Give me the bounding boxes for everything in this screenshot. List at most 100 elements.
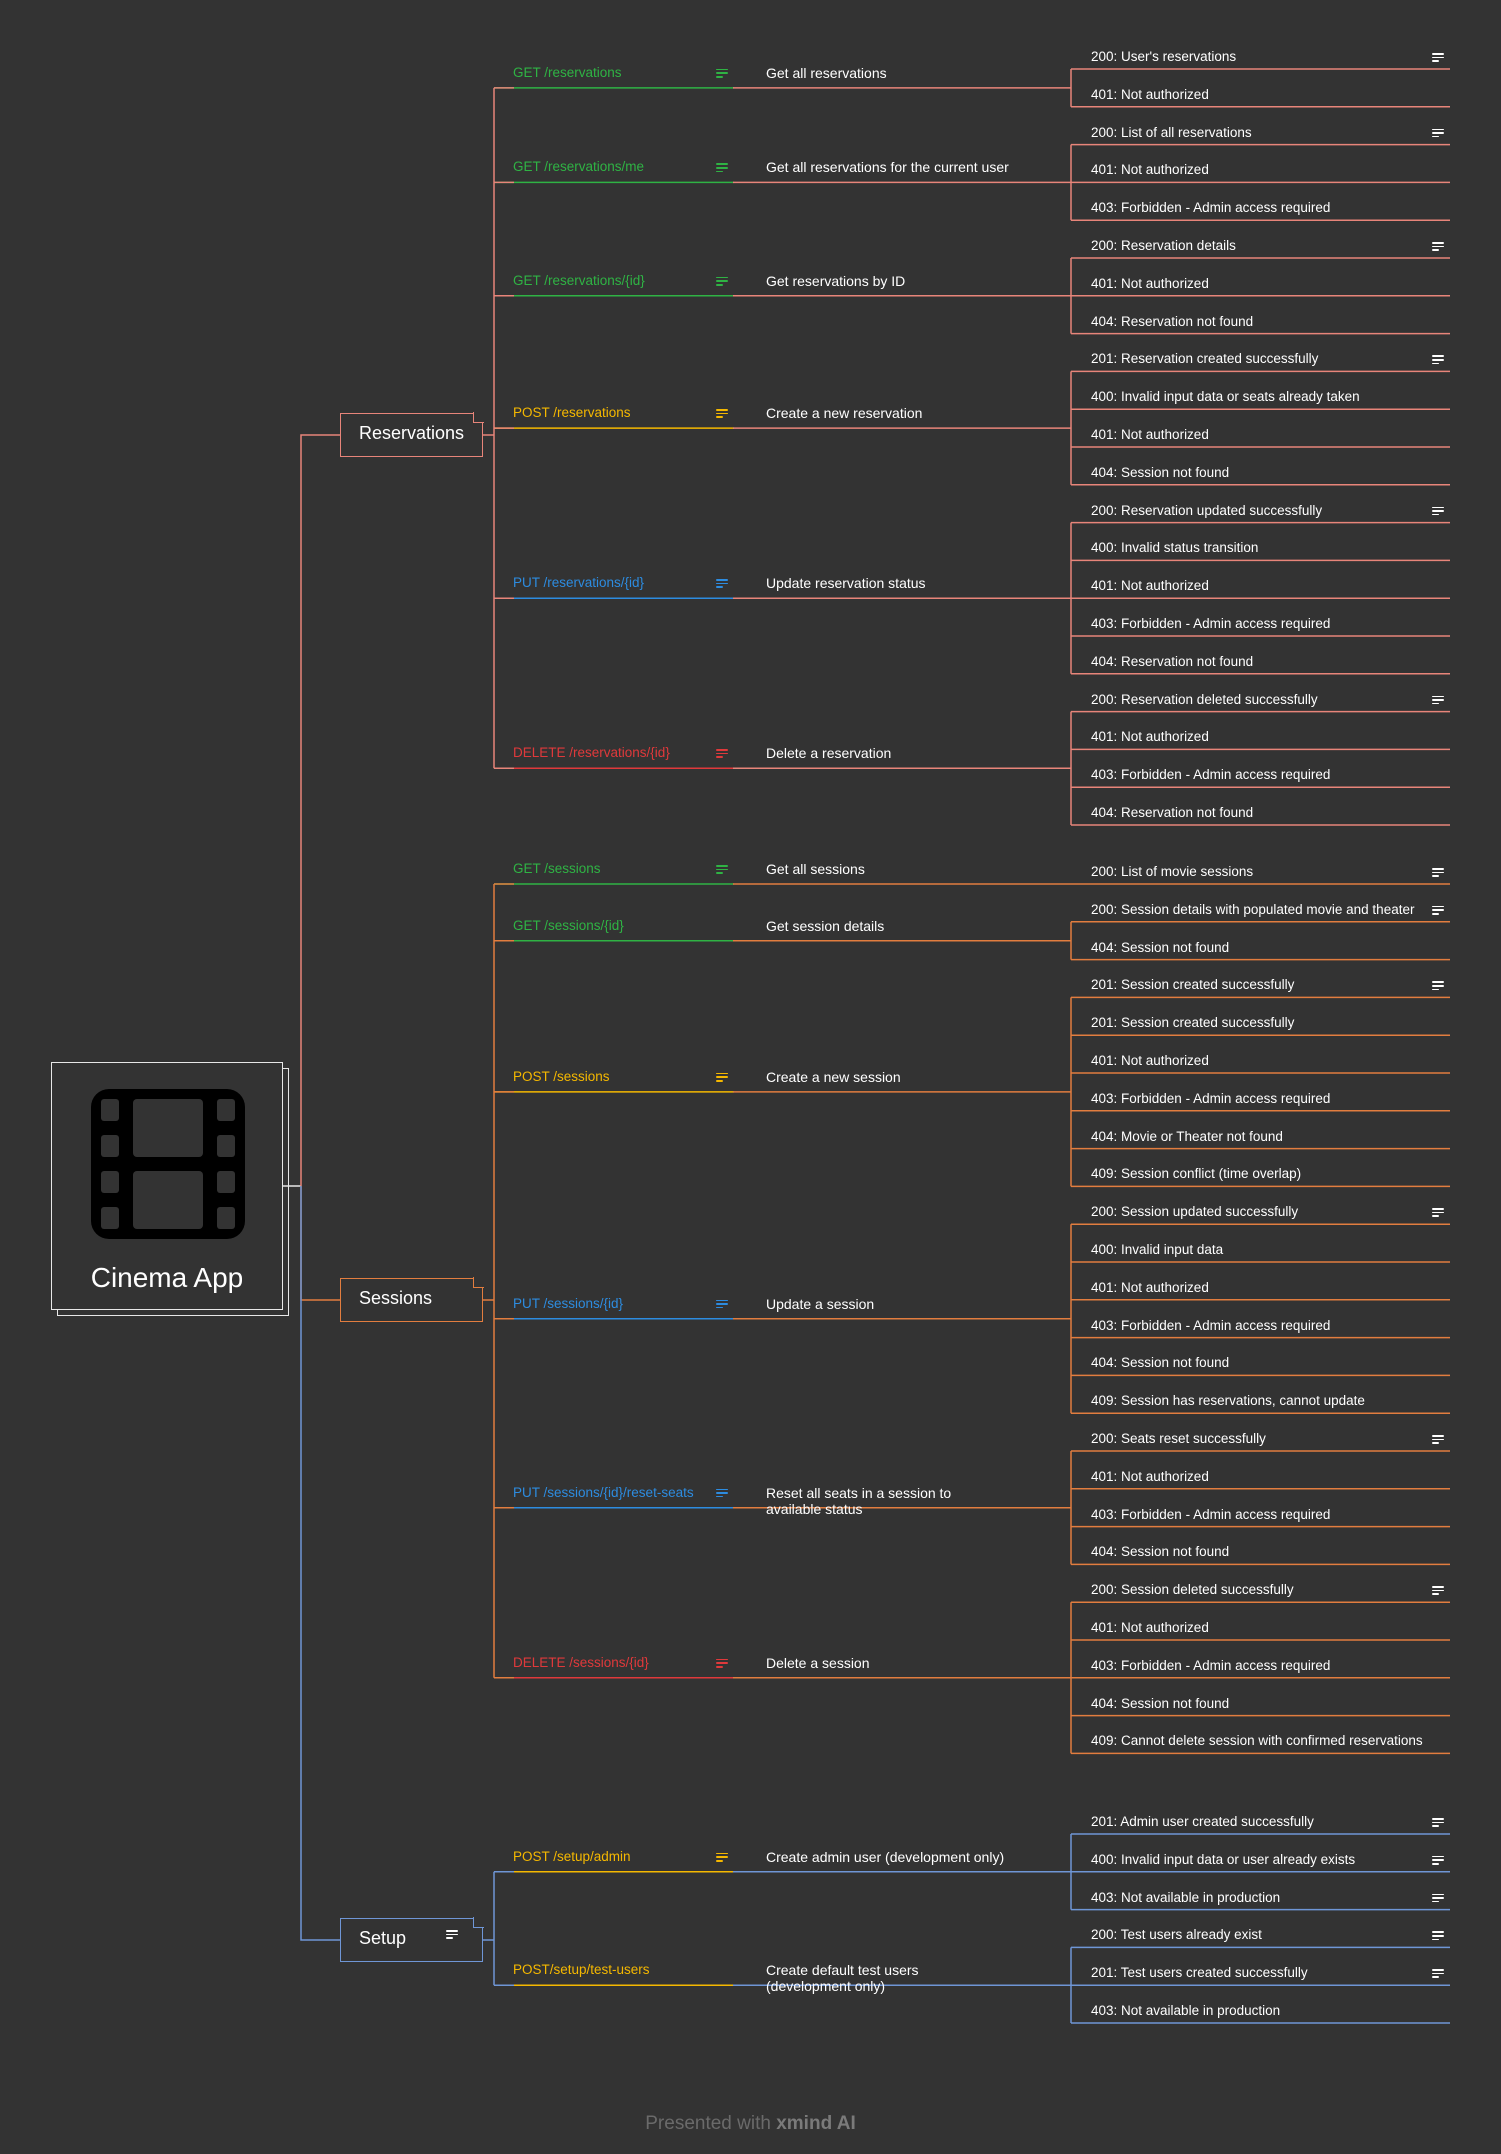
response-item[interactable]: 401: Not authorized xyxy=(1091,729,1209,745)
response-item[interactable]: 404: Session not found xyxy=(1091,1695,1230,1711)
response-item[interactable]: 403: Forbidden - Admin access required xyxy=(1091,1317,1331,1333)
response-item[interactable]: 409: Session conflict (time overlap) xyxy=(1091,1166,1302,1182)
response-note-icon[interactable] xyxy=(1432,506,1444,516)
endpoint-path[interactable]: POST /sessions xyxy=(513,1068,610,1084)
branch-setup[interactable]: Setup xyxy=(340,1917,484,1962)
endpoint-path[interactable]: GET /reservations xyxy=(513,64,622,80)
response-item[interactable]: 401: Not authorized xyxy=(1091,86,1209,102)
response-item[interactable]: 404: Session not found xyxy=(1091,1544,1230,1560)
endpoint-path[interactable]: DELETE /sessions/{id} xyxy=(513,1654,649,1670)
endpoint-description[interactable]: Get session details xyxy=(766,917,885,934)
endpoint-note-icon[interactable] xyxy=(716,1488,728,1498)
response-item[interactable]: 409: Cannot delete session with confirme… xyxy=(1091,1733,1423,1749)
branch-note-icon[interactable] xyxy=(446,1930,458,1939)
response-note-icon[interactable] xyxy=(1432,1893,1444,1903)
response-item[interactable]: 201: Session created successfully xyxy=(1091,1015,1295,1031)
response-item[interactable]: 404: Session not found xyxy=(1091,1355,1230,1371)
response-note-icon[interactable] xyxy=(1432,1818,1444,1827)
response-item[interactable]: 200: Test users already exist xyxy=(1091,1927,1262,1943)
response-item[interactable]: 404: Session not found xyxy=(1091,464,1230,480)
response-note-icon[interactable] xyxy=(1432,1435,1444,1444)
response-note-icon[interactable] xyxy=(1432,53,1444,62)
endpoint-note-icon[interactable] xyxy=(716,1658,728,1668)
response-item[interactable]: 201: Admin user created successfully xyxy=(1091,1814,1314,1829)
response-note-icon[interactable] xyxy=(1432,1586,1444,1595)
endpoint-description[interactable]: Get reservations by ID xyxy=(766,272,906,289)
endpoint-description[interactable]: Get all reservations xyxy=(766,64,887,81)
response-item[interactable]: 200: Session updated successfully xyxy=(1091,1204,1299,1220)
response-item[interactable]: 200: Reservation deleted successfully xyxy=(1091,691,1318,707)
response-item[interactable]: 404: Reservation not found xyxy=(1091,313,1254,329)
endpoint-description[interactable]: Delete a reservation xyxy=(766,745,892,762)
response-item[interactable]: 403: Forbidden - Admin access required xyxy=(1091,1657,1331,1673)
endpoint-note-icon[interactable] xyxy=(716,276,728,286)
endpoint-note-icon[interactable] xyxy=(716,1072,728,1082)
response-item[interactable]: 401: Not authorized xyxy=(1091,1279,1209,1295)
response-note-icon[interactable] xyxy=(1432,1931,1444,1941)
endpoint-path[interactable]: GET /reservations/me xyxy=(513,159,645,175)
response-item[interactable]: 403: Forbidden - Admin access required xyxy=(1091,1090,1331,1106)
response-note-icon[interactable] xyxy=(1432,695,1444,705)
endpoint-note-icon[interactable] xyxy=(716,68,728,78)
response-item[interactable]: 201: Test users created successfully xyxy=(1091,1965,1308,1981)
endpoint-path[interactable]: PUT /reservations/{id} xyxy=(513,575,645,591)
endpoint-description[interactable]: Update a session xyxy=(766,1295,875,1312)
response-item[interactable]: 400: Invalid status transition xyxy=(1091,540,1259,556)
central-topic[interactable]: Cinema App xyxy=(51,1062,283,1310)
endpoint-path[interactable]: POST /setup/admin xyxy=(513,1848,631,1864)
endpoint-note-icon[interactable] xyxy=(716,865,728,874)
endpoint-description[interactable]: Create admin user (development only) xyxy=(766,1848,1005,1865)
response-item[interactable]: 401: Not authorized xyxy=(1091,1053,1209,1068)
response-item[interactable]: 401: Not authorized xyxy=(1091,578,1209,594)
response-item[interactable]: 400: Invalid input data or seats already… xyxy=(1091,389,1360,405)
endpoint-path[interactable]: PUT /sessions/{id}/reset-seats xyxy=(513,1484,694,1500)
endpoint-description[interactable]: Delete a session xyxy=(766,1654,870,1671)
response-item[interactable]: 409: Session has reservations, cannot up… xyxy=(1091,1393,1365,1409)
response-item[interactable]: 200: Session deleted successfully xyxy=(1091,1582,1294,1598)
endpoint-note-icon[interactable] xyxy=(716,1299,728,1309)
branch-sessions[interactable]: Sessions xyxy=(340,1277,484,1322)
response-item[interactable]: 200: Reservation updated successfully xyxy=(1091,502,1323,518)
endpoint-description[interactable]: Update reservation status xyxy=(766,575,926,592)
response-item[interactable]: 401: Not authorized xyxy=(1091,427,1209,442)
response-note-icon[interactable] xyxy=(1432,905,1444,915)
response-item[interactable]: 200: List of all reservations xyxy=(1091,124,1252,140)
endpoint-path[interactable]: GET /reservations/{id} xyxy=(513,272,645,288)
response-item[interactable]: 403: Forbidden - Admin access required xyxy=(1091,1506,1331,1522)
response-item[interactable]: 200: User's reservations xyxy=(1091,49,1237,64)
response-item[interactable]: 200: Seats reset successfully xyxy=(1091,1431,1266,1446)
endpoint-note-icon[interactable] xyxy=(716,579,728,588)
endpoint-note-icon[interactable] xyxy=(716,749,728,759)
endpoint-path[interactable]: GET /sessions/{id} xyxy=(513,917,624,933)
endpoint-path[interactable]: GET /sessions xyxy=(513,861,601,876)
response-item[interactable]: 400: Invalid input data or user already … xyxy=(1091,1851,1356,1867)
response-item[interactable]: 401: Not authorized xyxy=(1091,1620,1209,1635)
response-item[interactable]: 401: Not authorized xyxy=(1091,275,1209,291)
endpoint-description[interactable]: Create a new session xyxy=(766,1068,901,1085)
endpoint-path[interactable]: POST/setup/test-users xyxy=(513,1962,650,1978)
response-note-icon[interactable] xyxy=(1432,355,1444,365)
response-item[interactable]: 403: Forbidden - Admin access required xyxy=(1091,616,1331,631)
response-item[interactable]: 403: Forbidden - Admin access required xyxy=(1091,200,1331,216)
endpoint-note-icon[interactable] xyxy=(716,163,728,173)
response-item[interactable]: 400: Invalid input data xyxy=(1091,1242,1224,1257)
branch-reservations[interactable]: Reservations xyxy=(340,412,484,457)
response-item[interactable]: 200: List of movie sessions xyxy=(1091,864,1254,879)
response-item[interactable]: 401: Not authorized xyxy=(1091,162,1209,178)
response-item[interactable]: 403: Not available in production xyxy=(1091,2003,1281,2018)
endpoint-description[interactable]: Reset all seats in a session to availabl… xyxy=(766,1484,952,1517)
response-item[interactable]: 404: Reservation not found xyxy=(1091,805,1254,820)
endpoint-path[interactable]: PUT /sessions/{id} xyxy=(513,1295,624,1311)
endpoint-note-icon[interactable] xyxy=(716,409,728,418)
response-note-icon[interactable] xyxy=(1432,981,1444,991)
response-note-icon[interactable] xyxy=(1432,1208,1444,1217)
response-item[interactable]: 200: Session details with populated movi… xyxy=(1091,901,1415,917)
endpoint-description[interactable]: Get all sessions xyxy=(766,861,865,877)
response-item[interactable]: 201: Session created successfully xyxy=(1091,977,1295,993)
endpoint-description[interactable]: Create a new reservation xyxy=(766,405,923,422)
response-item[interactable]: 403: Forbidden - Admin access required xyxy=(1091,767,1331,783)
response-note-icon[interactable] xyxy=(1432,128,1444,138)
endpoint-path[interactable]: DELETE /reservations/{id} xyxy=(513,745,670,761)
response-note-icon[interactable] xyxy=(1432,1855,1444,1865)
endpoint-path[interactable]: POST /reservations xyxy=(513,405,631,421)
